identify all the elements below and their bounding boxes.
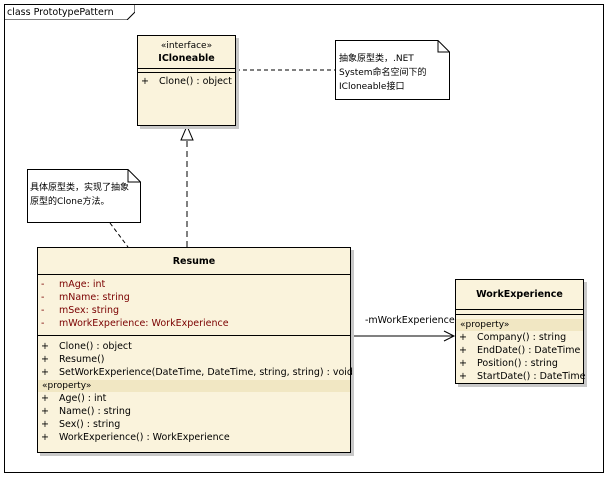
attribute-text: mAge: int bbox=[59, 279, 106, 290]
operation-text: Resume() bbox=[59, 354, 105, 365]
property-stereotype: «property» bbox=[456, 319, 583, 331]
interface-stereotype: «interface» bbox=[160, 41, 213, 51]
icloneable-note-text: 抽象原型类，.NET System命名空间下的 ICloneable接口 bbox=[339, 54, 427, 92]
class-header: WorkExperience bbox=[456, 280, 583, 310]
visibility: + bbox=[41, 419, 49, 430]
visibility: + bbox=[459, 358, 467, 369]
class-header: «interface» ICloneable bbox=[138, 36, 235, 69]
property-text: Company() : string bbox=[477, 332, 567, 343]
visibility: - bbox=[41, 318, 45, 329]
attribute-text: mWorkExperience: WorkExperience bbox=[59, 318, 229, 329]
property-row: + Position() : string bbox=[456, 357, 583, 370]
property-text: Age() : int bbox=[59, 393, 107, 404]
class-name: ICloneable bbox=[158, 53, 215, 64]
visibility: + bbox=[41, 432, 49, 443]
property-row: + Name() : string bbox=[38, 405, 350, 418]
operations-section: + Clone() : object + Resume() + SetWorkExpe… bbox=[38, 336, 353, 444]
property-row: + StartDate() : DateTime bbox=[456, 370, 586, 383]
property-text: WorkExperience() : WorkExperience bbox=[59, 432, 230, 443]
class-header: Resume bbox=[38, 248, 350, 275]
attribute-row: - mSex: string bbox=[38, 304, 350, 317]
operation-row: + Clone() : object bbox=[138, 75, 235, 88]
property-text: Position() : string bbox=[477, 358, 558, 369]
operation-text: Clone() : object bbox=[59, 341, 132, 352]
class-name: WorkExperience bbox=[476, 289, 563, 300]
operation-text: Clone() : object bbox=[159, 76, 232, 87]
visibility: + bbox=[41, 393, 49, 404]
visibility: + bbox=[141, 76, 149, 87]
resume-note-anchor bbox=[109, 222, 129, 248]
property-row: + Sex() : string bbox=[38, 418, 350, 431]
property-row: + Age() : int bbox=[38, 392, 350, 405]
visibility: + bbox=[459, 345, 467, 356]
properties-section: «property» + Company() : string + EndDate(… bbox=[456, 315, 586, 383]
attributes-section: -mAge: int -mName: string -mSex: string … bbox=[38, 275, 350, 336]
realization-arrowhead bbox=[180, 124, 194, 141]
visibility: - bbox=[41, 305, 45, 316]
class-name: Resume bbox=[172, 256, 216, 267]
property-stereotype: «property» bbox=[38, 380, 350, 392]
resume-class[interactable]: Resume - mAge: int - mName: string - mSex: … bbox=[37, 247, 353, 453]
workexperience-class[interactable]: WorkExperience «property» + Company() : s… bbox=[455, 279, 586, 384]
property-text: Name() : string bbox=[59, 406, 131, 417]
frame-title: class PrototypePattern bbox=[7, 7, 114, 18]
visibility: - bbox=[41, 292, 45, 303]
attribute-text: mSex: string bbox=[59, 305, 120, 316]
attribute-row: - mName: string bbox=[38, 291, 350, 304]
operation-row: + Clone() : object bbox=[38, 340, 350, 353]
visibility: + bbox=[459, 332, 467, 343]
property-text: StartDate() : DateTime bbox=[477, 371, 586, 382]
visibility: - bbox=[41, 279, 45, 290]
property-text: Sex() : string bbox=[59, 419, 121, 430]
icloneable-class[interactable]: «interface» ICloneable + Clone() : objec… bbox=[137, 35, 236, 126]
visibility: + bbox=[459, 371, 467, 382]
property-row: + Company() : string bbox=[456, 331, 583, 344]
association-role-label: -mWorkExperience bbox=[365, 315, 455, 326]
attributes-section bbox=[456, 310, 583, 315]
operation-row: + Resume() bbox=[38, 353, 350, 366]
visibility: + bbox=[41, 341, 49, 352]
visibility: + bbox=[41, 354, 49, 365]
attributes-section bbox=[138, 69, 235, 73]
property-text: EndDate() : DateTime bbox=[477, 345, 581, 356]
note-shape bbox=[335, 40, 450, 100]
operation-row: + SetWorkExperience(DateTime, DateTime, s… bbox=[38, 366, 353, 379]
frame-title-tab bbox=[4, 4, 135, 20]
property-row: + EndDate() : DateTime bbox=[456, 344, 583, 357]
visibility: + bbox=[41, 406, 49, 417]
operations-section: + Clone() : object bbox=[138, 73, 235, 88]
attribute-text: mName: string bbox=[59, 292, 130, 303]
property-row: + WorkExperience() : WorkExperience bbox=[38, 431, 350, 444]
note-shape bbox=[27, 169, 141, 223]
resume-note: 具体原型类，实现了抽象 原型的Clone方法。 bbox=[27, 169, 141, 223]
association-arrowhead bbox=[443, 330, 456, 342]
attribute-row: - mWorkExperience: WorkExperience bbox=[38, 317, 350, 330]
resume-note-text: 具体原型类，实现了抽象 原型的Clone方法。 bbox=[30, 183, 130, 207]
icloneable-note: 抽象原型类，.NET System命名空间下的 ICloneable接口 bbox=[335, 40, 450, 100]
operation-text: SetWorkExperience(DateTime, DateTime, st… bbox=[59, 367, 353, 378]
attribute-row: - mAge: int bbox=[38, 278, 350, 291]
visibility: + bbox=[41, 367, 49, 378]
